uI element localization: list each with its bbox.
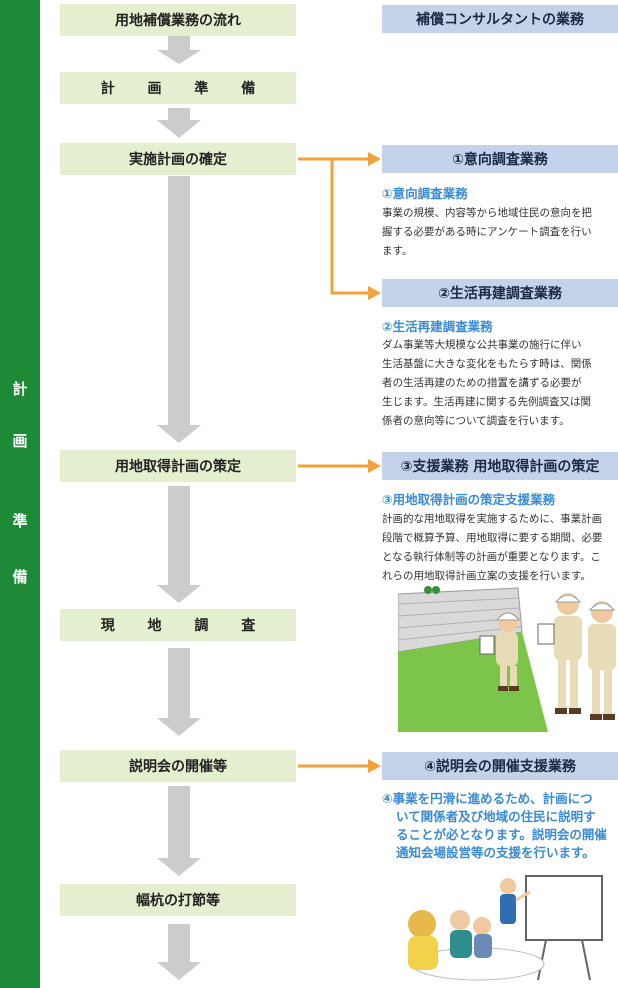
surveyors-illustration [398,586,616,732]
flow-arrow [157,924,201,980]
flow-arrow [157,786,201,876]
service-header-acquisition: ③支援業務 用地取得計画の策定 [382,452,618,480]
service-title-survey: ①意向調査業務 [382,186,468,201]
service-title-livelihood: ②生活再建調査業務 [382,319,493,334]
flow-step-acquisition-plan: 用地取得計画の策定 [60,450,296,482]
flow-arrow [157,648,201,736]
sidebar-char: 計 [12,380,28,398]
service-title-acquisition: ③用地取得計画の策定支援業務 [382,492,556,507]
flow-step-width-stakes: 幅杭の打節等 [60,884,296,916]
briefing-illustration [408,875,603,981]
sidebar-char: 画 [12,432,28,450]
sidebar-char: 準 [12,512,28,530]
connector-arrowhead [368,286,381,300]
service-header-livelihood: ②生活再建調査業務 [382,279,618,307]
connector-arrowhead [368,152,381,166]
flow-step-briefing: 説明会の開催等 [60,750,296,782]
service-desc-survey: 事業の規模、内容等から地域住民の意向を把 握する必要がある時にアンケート調査を行… [382,207,592,257]
flow-step-site-survey: 現 地 調 査 [60,609,296,641]
sidebar-char: 備 [12,568,28,586]
flow-step-implementation-plan: 実施計画の確定 [60,143,296,175]
service-desc-livelihood: ダム事業等大規模な公共事業の施行に伴い 生活基盤に大きな変化をもたらす時は、関係… [382,339,592,427]
flow-arrow [157,486,201,603]
connector-arrowhead [368,759,381,773]
sidebar: 計 画 準 備 [0,0,40,988]
flow-column-header: 用地補償業務の流れ [60,4,296,36]
connector-line [330,159,370,295]
service-desc-acquisition: 計画的な用地取得を実施するために、事業計画 段階で概算予算、用地取得に要する期間… [382,513,603,582]
connector-arrowhead [368,459,381,473]
flow-step-planning-prep: 計 画 準 備 [60,72,296,104]
service-header-survey: ①意向調査業務 [382,145,618,173]
flow-arrow [157,108,201,138]
consultant-column-header: 補償コンサルタントの業務 [382,5,618,33]
service-desc-briefing: ④事業を円滑に進めるため、計画につ いて関係者及び地域の住民に説明す ることが必… [382,791,607,860]
flow-arrow [157,176,201,443]
service-header-briefing: ④説明会の開催支援業務 [382,752,618,780]
flow-arrow [157,36,201,64]
